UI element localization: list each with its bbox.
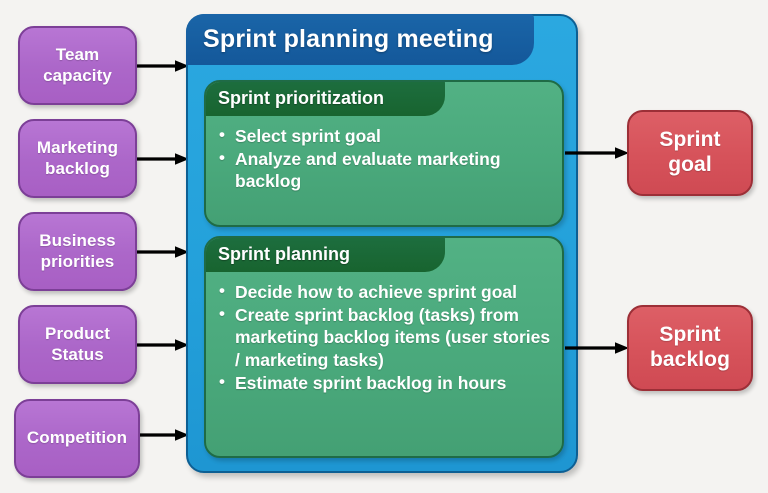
page-title: Sprint planning meeting <box>203 25 494 53</box>
list-item: Estimate sprint backlog in hours <box>218 371 552 394</box>
arrow-right-icon <box>140 429 189 441</box>
input-box-label: Competition <box>26 428 128 448</box>
input-box-competition[interactable]: Competition <box>14 399 140 478</box>
panel-sprint-planning: Sprint planning Decide how to achieve sp… <box>204 236 564 458</box>
arrow-right-icon <box>137 153 189 165</box>
list-item: Create sprint backlog (tasks) from marke… <box>218 303 552 371</box>
panel-body: Select sprint goal Analyze and evaluate … <box>206 118 562 200</box>
list-item: Analyze and evaluate marketing backlog <box>218 147 552 192</box>
arrow-right-icon <box>137 60 189 72</box>
panel-body: Decide how to achieve sprint goal Create… <box>206 274 562 401</box>
arrow-product-status-to-meeting <box>137 337 189 353</box>
arrow-competition-to-meeting <box>140 427 189 443</box>
list-item: Select sprint goal <box>218 124 552 147</box>
meeting-title-bar: Sprint planning meeting <box>186 14 534 65</box>
bullet-list-sprint-planning: Decide how to achieve sprint goal Create… <box>218 280 552 394</box>
arrow-marketing-backlog-to-meeting <box>137 151 189 167</box>
panel-title: Sprint planning <box>218 243 350 264</box>
arrow-right-icon <box>137 246 189 258</box>
sprint-planning-meeting-container: Sprint planning meeting Sprint prioritiz… <box>186 14 578 473</box>
bullet-list-sprint-prioritization: Select sprint goal Analyze and evaluate … <box>218 124 552 193</box>
panel-title: Sprint prioritization <box>218 87 384 108</box>
list-item: Decide how to achieve sprint goal <box>218 280 552 303</box>
arrow-business-priorities-to-meeting <box>137 244 189 260</box>
panel-sprint-prioritization: Sprint prioritization Select sprint goal… <box>204 80 564 227</box>
panel-header-sprint-prioritization: Sprint prioritization <box>206 82 445 116</box>
panel-header-sprint-planning: Sprint planning <box>206 238 445 272</box>
arrow-team-capacity-to-meeting <box>137 58 189 74</box>
arrow-right-icon <box>137 339 189 351</box>
